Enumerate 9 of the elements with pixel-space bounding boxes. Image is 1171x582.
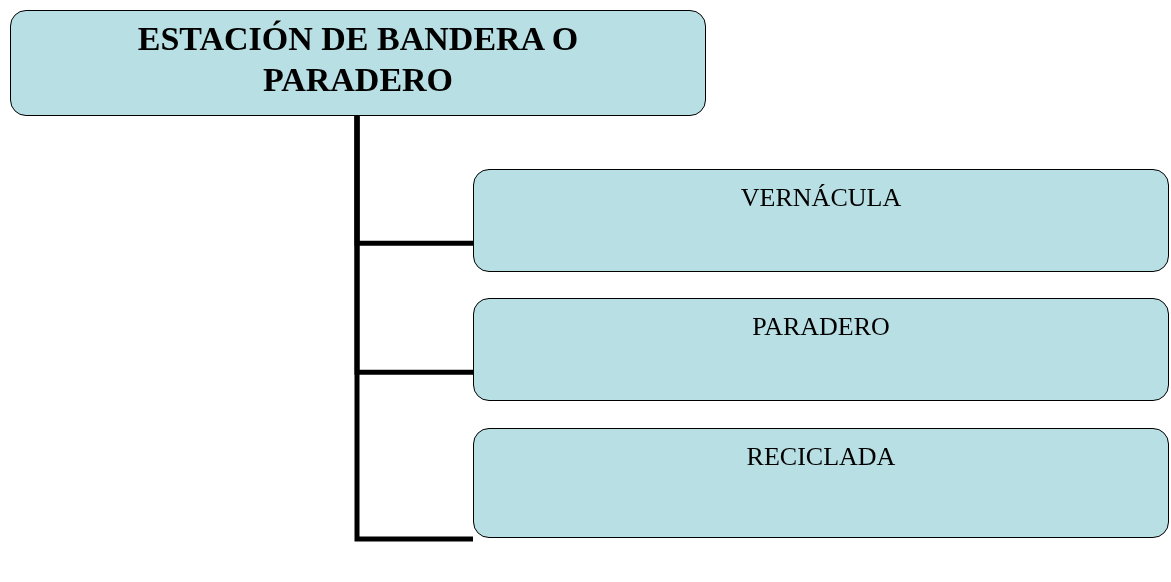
category-label: VERNÁCULA xyxy=(739,182,903,214)
root-box xyxy=(10,10,706,116)
connector-line xyxy=(354,116,473,542)
category-label: PARADERO xyxy=(751,311,891,343)
title-text: ESTACIÓN DE BANDERA O PARADERO xyxy=(136,19,580,100)
category-label: RECICLADA xyxy=(745,441,897,473)
category-box xyxy=(473,428,1169,538)
category-box xyxy=(473,169,1169,272)
category-box xyxy=(473,298,1169,401)
